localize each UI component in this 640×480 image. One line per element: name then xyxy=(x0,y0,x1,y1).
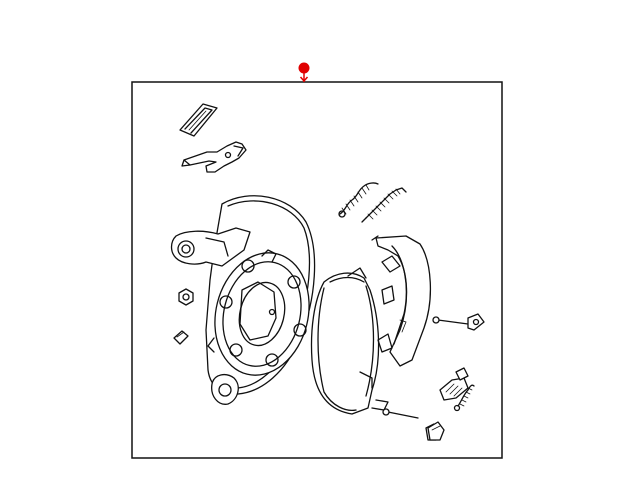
spring-icon xyxy=(439,367,469,401)
spring-icon xyxy=(361,187,407,223)
lever-icon xyxy=(181,141,247,173)
callout-pin-icon[interactable] xyxy=(298,62,310,83)
backing-plate-icon xyxy=(170,195,316,405)
adjuster-icon xyxy=(179,103,218,137)
clip-icon xyxy=(427,421,445,441)
brake-shoe-icon xyxy=(310,267,389,415)
spring-icon xyxy=(338,182,379,218)
diagram-frame xyxy=(131,81,503,459)
nut-icon xyxy=(178,288,194,306)
brake-shoe-icon xyxy=(371,235,432,367)
fastener-icon xyxy=(173,330,189,345)
spring-icon xyxy=(453,384,475,412)
pin-icon xyxy=(432,313,485,331)
